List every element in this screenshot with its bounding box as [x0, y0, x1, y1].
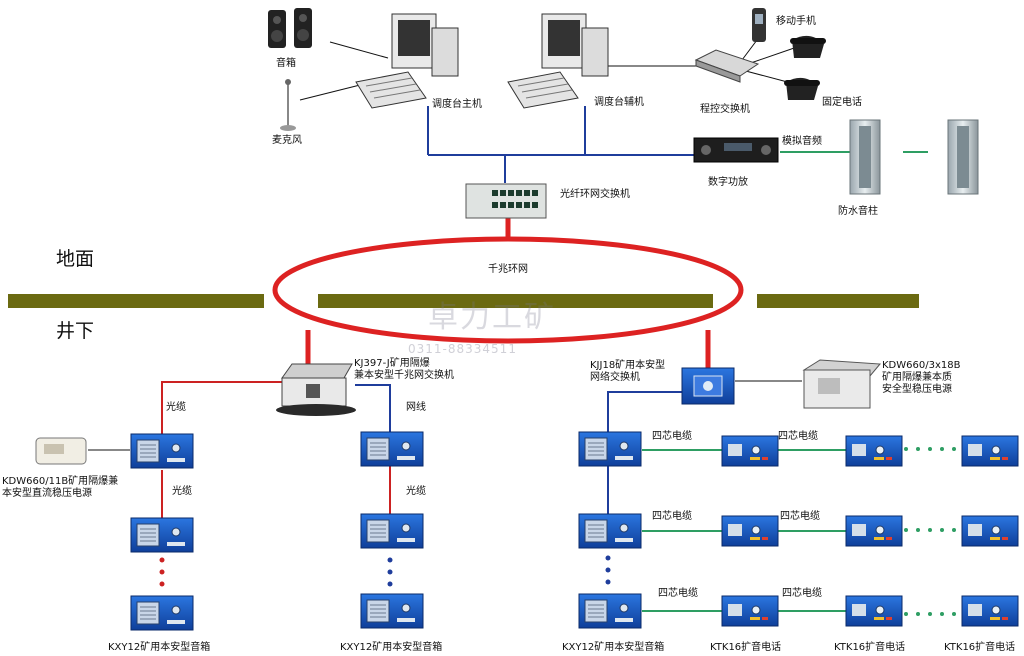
dots-row-1 [904, 447, 956, 451]
network-cable-label: 网线 [406, 402, 426, 413]
kj397-label: KJ397-J矿用隔爆 兼本安型千兆网交换机 [354, 358, 454, 381]
kjj18-label: KJJ18矿用本安型 网络交换机 [590, 360, 666, 383]
speaker-link [329, 41, 389, 59]
kxy12-speaker-b3 [360, 593, 424, 629]
four-core-label-2: 四芯电缆 [778, 431, 818, 442]
surface-zone-label: 地面 [56, 248, 95, 270]
fiber-label-1: 光缆 [166, 402, 186, 413]
ground-segment-1 [8, 294, 264, 308]
pc-speakers-icon [268, 8, 312, 48]
kxy12-speaker-c2 [578, 513, 642, 549]
ktk16-phone-r3-1 [721, 595, 779, 627]
mobile-phone-label: 移动手机 [776, 16, 816, 27]
fiber-switch-label: 光纤环网交换机 [560, 189, 630, 200]
desk-phone-icon-2 [784, 77, 820, 100]
pbx-label: 程控交换机 [700, 104, 750, 115]
dots-row-2 [904, 528, 956, 532]
four-core-label-5: 四芯电缆 [658, 588, 698, 599]
network-link-c [607, 391, 682, 432]
ground-segment-3 [757, 294, 919, 308]
four-core-label-6: 四芯电缆 [782, 588, 822, 599]
ktk16-label-c: KTK16扩音电话 [944, 642, 1016, 653]
four-core-label-3: 四芯电缆 [652, 511, 692, 522]
ktk16-phone-r1-1 [721, 435, 779, 467]
watermark-phone: 0311-88334511 [408, 342, 517, 356]
kxy12-speaker-b2 [360, 513, 424, 549]
ktk16-phone-r2-3 [961, 515, 1019, 547]
kdw660-3x18b-label: KDW660/3x18B 矿用隔爆兼本质 安全型稳压电源 [882, 360, 961, 395]
speaker-label: 音箱 [276, 58, 296, 69]
ktk16-phone-r2-2 [845, 515, 903, 547]
waterproof-column-icon-1 [849, 119, 881, 195]
ktk16-label-a: KTK16扩音电话 [710, 642, 782, 653]
waterproof-column-icon-2 [947, 119, 979, 195]
ktk16-phone-r2-1 [721, 515, 779, 547]
watermark-text: 卓力工矿 [428, 300, 556, 335]
kdw660-11b-label: KDW660/11B矿用隔爆兼 本安型直流稳压电源 [2, 476, 119, 499]
ktk16-label-b: KTK16扩音电话 [834, 642, 906, 653]
underground-wiring [88, 330, 846, 612]
fiber-ring-switch-icon [465, 183, 547, 219]
dots-col-b [387, 557, 393, 587]
ktk16-phone-r1-3 [961, 435, 1019, 467]
kjj18-switch-icon [681, 367, 735, 405]
analog-audio-label: 模拟音频 [782, 136, 822, 147]
aux-console-computer-icon [507, 13, 609, 109]
kxy12-speaker-c1 [578, 431, 642, 467]
kdw660-11b-power-icon [35, 437, 87, 465]
mobile-phone-icon [752, 8, 766, 42]
amplifier-icon [693, 137, 779, 163]
kxy12-label-b: KXY12矿用本安型音箱 [340, 642, 443, 653]
pbx-icon [694, 49, 760, 83]
ground-segment-2 [318, 294, 713, 308]
fixed-phone-label: 固定电话 [822, 97, 862, 108]
microphone-icon [280, 79, 296, 131]
ktk16-phone-r1-2 [845, 435, 903, 467]
four-core-label-1: 四芯电缆 [652, 431, 692, 442]
four-core-label-4: 四芯电缆 [780, 511, 820, 522]
ring-label: 千兆环网 [488, 264, 528, 275]
underground-zone-label: 井下 [56, 320, 95, 342]
dots-col-a [159, 557, 165, 587]
ground-line [8, 294, 919, 308]
kxy12-speaker-a2 [130, 517, 194, 553]
kxy12-label-c: KXY12矿用本安型音箱 [562, 642, 665, 653]
network-link-b [355, 384, 391, 432]
kxy12-speaker-a3 [130, 595, 194, 631]
ktk16-phone-r3-3 [961, 595, 1019, 627]
gigabit-ring [272, 236, 744, 344]
kxy12-speaker-a1 [130, 433, 194, 469]
dots-col-c [605, 555, 611, 585]
dots-row-3 [904, 612, 956, 616]
main-console-label: 调度台主机 [432, 99, 482, 110]
desk-phone-icon-1 [790, 35, 826, 58]
kxy12-speaker-b1 [360, 431, 424, 467]
aux-console-label: 调度台辅机 [594, 97, 644, 108]
fiber-link-a [161, 381, 285, 435]
continuation-dots [159, 447, 956, 616]
amplifier-label: 数字功放 [708, 177, 748, 188]
waterproof-column-label: 防水音柱 [838, 206, 878, 217]
fiber-label-2: 光缆 [172, 486, 192, 497]
kxy12-label-a: KXY12矿用本安型音箱 [108, 642, 211, 653]
fiber-label-3: 光缆 [406, 486, 426, 497]
ktk16-phone-r3-2 [845, 595, 903, 627]
kdw660-3x18b-power-icon [802, 359, 882, 409]
kj397-switch-icon [276, 363, 356, 416]
main-console-computer-icon [355, 13, 459, 109]
microphone-label: 麦克风 [272, 135, 302, 146]
kxy12-speaker-c3 [578, 593, 642, 629]
